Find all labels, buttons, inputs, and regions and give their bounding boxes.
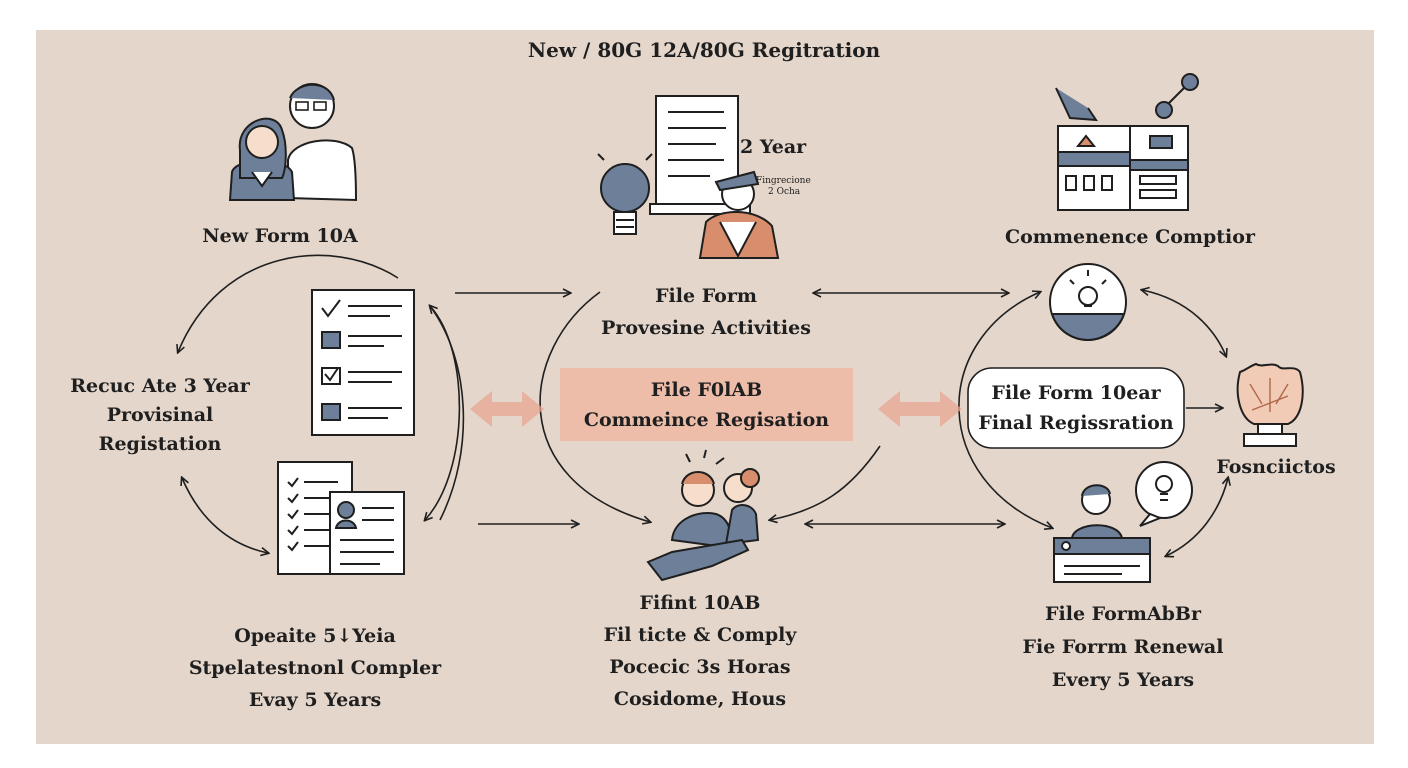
arc-right-bottom (1166, 478, 1228, 556)
line-3: Every 5 Years (1051, 669, 1195, 691)
family-icon (228, 83, 358, 202)
line-1: File Form (655, 285, 757, 307)
node-2-year-badge: 2 Year (740, 136, 807, 158)
arc-right-top (1142, 290, 1226, 356)
line-1: File Form 10ear (991, 382, 1161, 404)
trophy-icon (1236, 362, 1304, 447)
line-2: Final Regissration (978, 412, 1174, 434)
arc-mid-left-a (429, 305, 465, 521)
small-line-1: Fingrecione (756, 176, 811, 186)
line-2: Stpelatestnonl Compler (188, 657, 442, 679)
line-2: Provisinal (106, 404, 214, 426)
line-2: Fil ticte & Comply (603, 624, 797, 646)
arc-left-bottom (182, 478, 268, 553)
node-file-10ab-comply: Fifint 10AB Fil ticte & Comply Pocecic 3… (580, 587, 820, 715)
line-1: Opeaite 5↓Yeia (234, 625, 396, 647)
node-renewal-5-years: File FormAbBr Fie Forrm Renewal Every 5 … (1000, 598, 1246, 697)
presenter-icon (597, 95, 780, 259)
diagram-title: New / 80G 12A/80G Regitration (527, 38, 881, 62)
arc-mid-left-b (425, 306, 461, 520)
node-commence-registration: File F0lAB Commeince Regisation (560, 368, 853, 441)
accent-arrow-right (878, 391, 962, 427)
documents-icon (277, 461, 405, 575)
arc-center-right (770, 445, 881, 520)
line-2: Commeince Regisation (583, 408, 830, 431)
node-fosnciictos: Fosnciictos (1216, 456, 1336, 478)
line-3: Registation (98, 433, 222, 455)
node-2-year-small: Fingrecione 2 Ocha (756, 176, 836, 198)
line-1: Fifint 10AB (639, 592, 761, 614)
node-operate-5-years: Opeaite 5↓Yeia Stpelatestnonl Compler Ev… (170, 620, 460, 716)
accent-arrows (470, 391, 962, 427)
node-provisional-registration: Recuc Ate 3 Year Provisinal Registation (60, 372, 260, 459)
line-4: Cosidome, Hous (613, 688, 787, 710)
node-final-registration: File Form 10ear Final Regissration (968, 368, 1184, 448)
line-3: Evay 5 Years (248, 689, 382, 711)
accent-arrow-left (470, 391, 544, 427)
line-2: Provesine Activities (601, 317, 811, 339)
line-1: File FormAbBr (1045, 603, 1201, 625)
center-box (560, 368, 853, 441)
node-commencement-completion: Commenence Comptior (1005, 226, 1255, 248)
checklist-icon (311, 289, 415, 436)
node-file-form-activities: File Form Provesine Activities (596, 280, 816, 344)
line-1: Recuc Ate 3 Year (70, 375, 250, 397)
bulb-circle-icon (1049, 263, 1127, 342)
line-1: File F0lAB (650, 378, 763, 401)
desk-worker-icon (1053, 461, 1193, 583)
line-3: Pocecic 3s Horas (609, 656, 791, 678)
small-line-2: 2 Ocha (768, 187, 801, 197)
helping-hand-icon (646, 449, 760, 582)
building-icon (1055, 73, 1199, 211)
arc-top-left (178, 254, 399, 352)
right-box (967, 367, 1185, 449)
arc-center-left (539, 291, 650, 522)
line-2: Fie Forrm Renewal (1022, 636, 1224, 658)
node-new-form-10a: New Form 10A (202, 225, 358, 247)
